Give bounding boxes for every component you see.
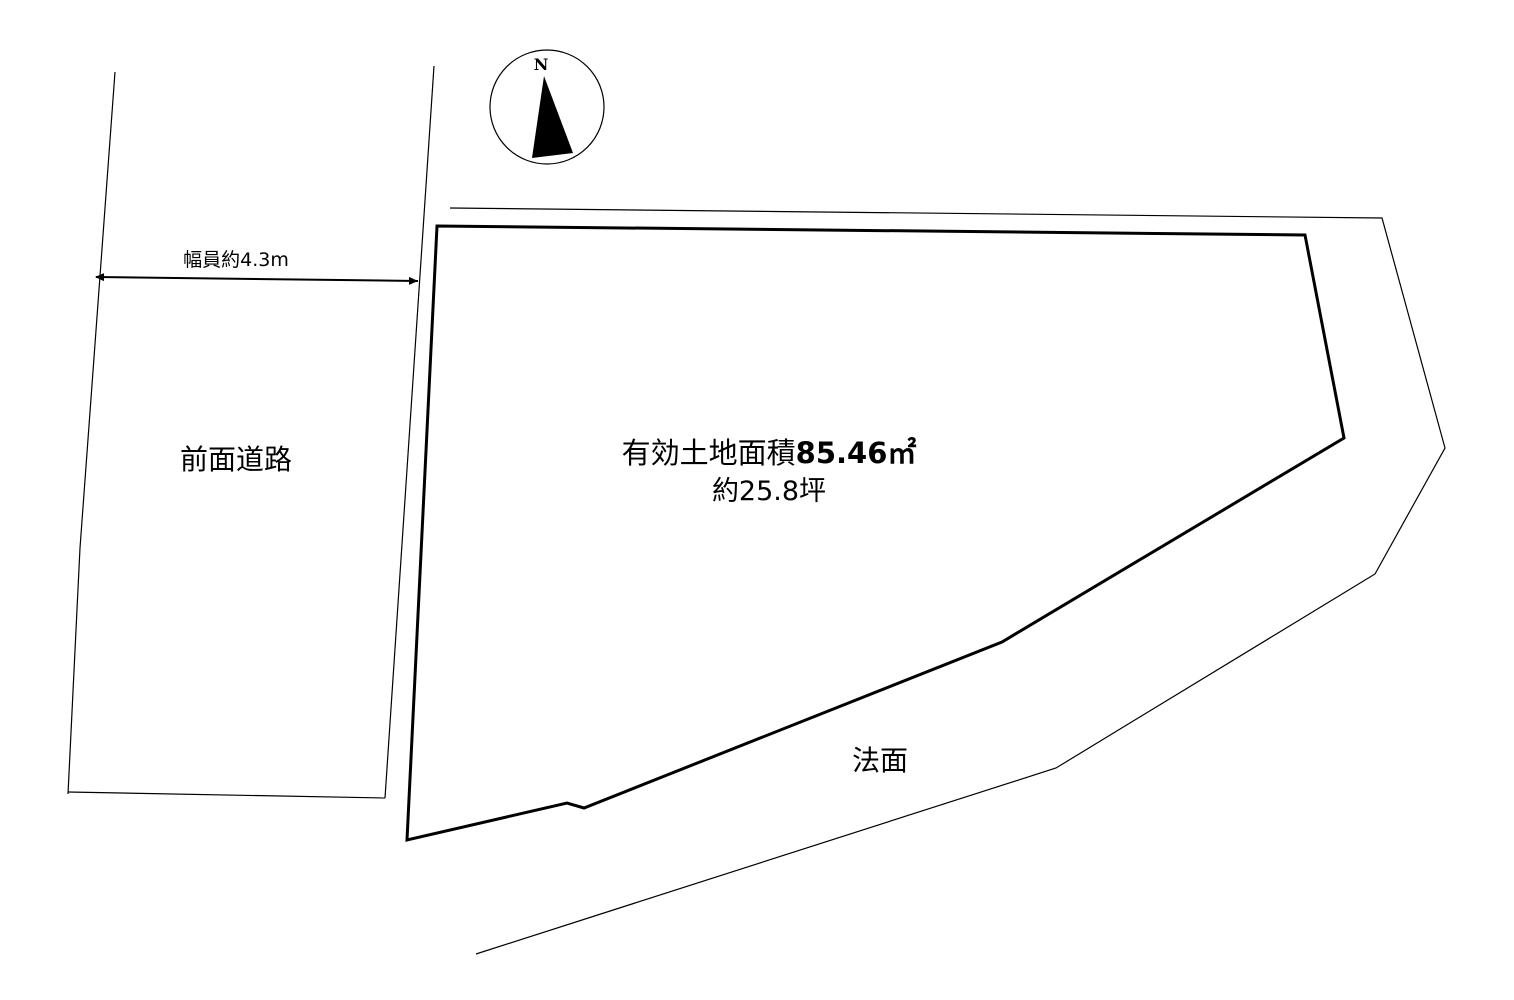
lot-boundary [405, 224, 1346, 842]
road-width-arrow [95, 273, 419, 285]
lot-tsubo-label: 約25.8坪 [712, 476, 826, 507]
road-width-label: 幅員約4.3m [183, 249, 289, 271]
lot-area-prefix: 有効土地面積 [622, 436, 796, 470]
compass-circle [489, 49, 605, 165]
road-left-edge [67, 71, 116, 795]
road-width-dimension: 幅員約4.3m [95, 249, 419, 285]
slope-outer-boundary [449, 207, 1446, 955]
road-label: 前面道路 [180, 443, 292, 476]
compass-letter: N [534, 55, 549, 74]
slope-label: 法面 [852, 744, 908, 777]
front-road [67, 65, 435, 799]
lot-area-value: 85.46㎡ [796, 436, 917, 470]
lot-area-label: 有効土地面積85.46㎡ [622, 436, 917, 470]
compass-needle [532, 76, 573, 158]
north-arrow-icon: N [489, 49, 605, 165]
road-right-edge [384, 65, 435, 799]
road-bottom-edge [67, 791, 386, 799]
